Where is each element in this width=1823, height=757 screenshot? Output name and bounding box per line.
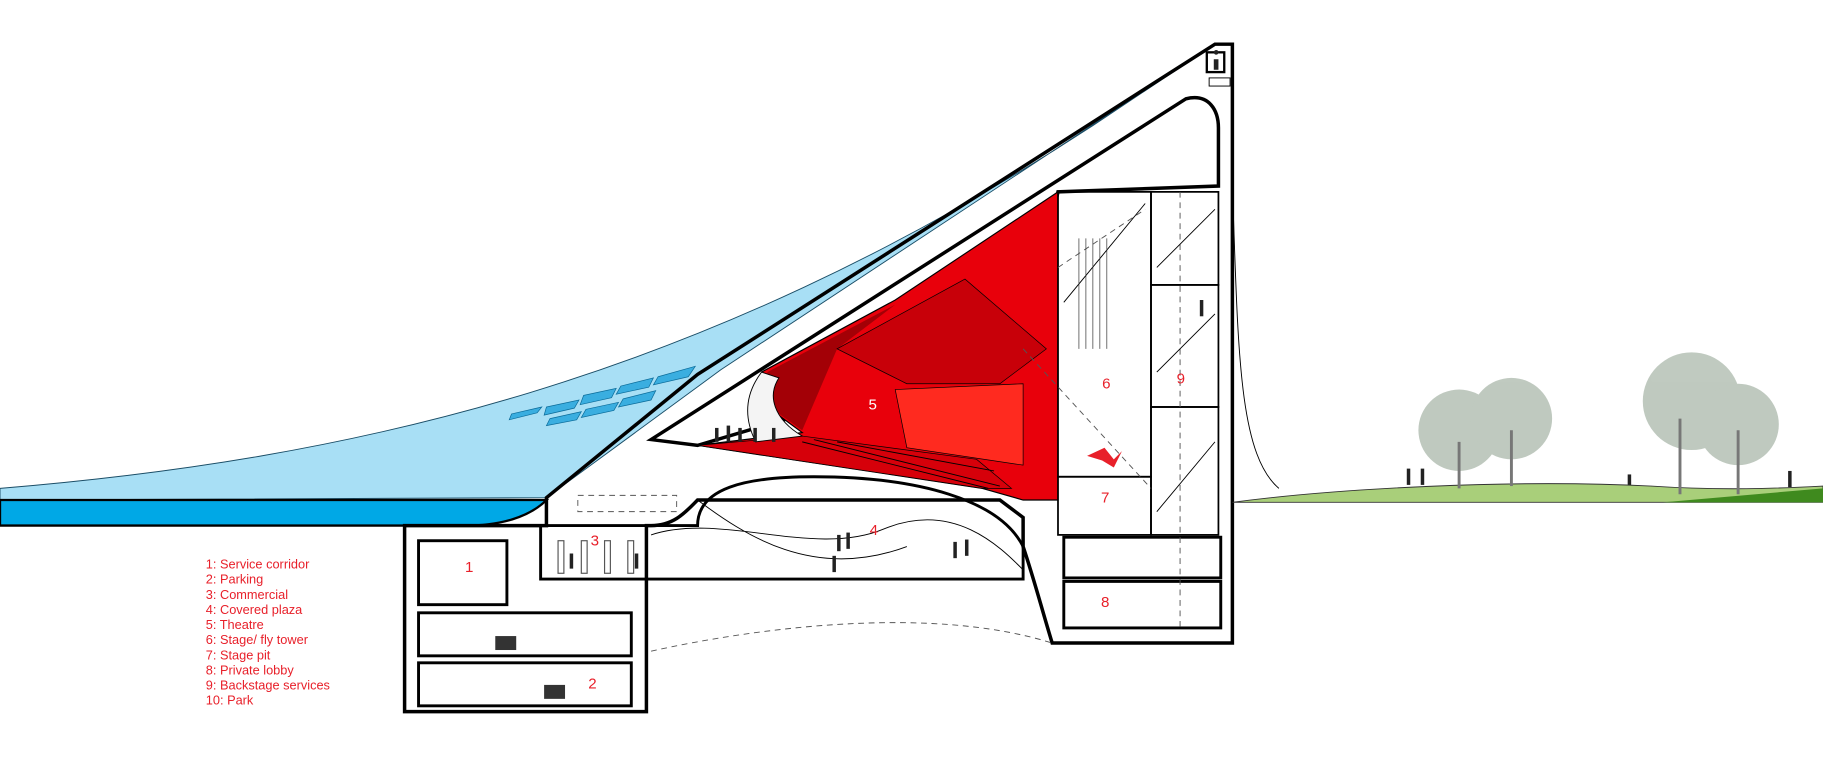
zone-label-2: 2 (588, 675, 596, 692)
people-figures (569, 300, 1792, 573)
legend-item: 4: Covered plaza (206, 602, 303, 617)
legend-item: 5: Theatre (206, 617, 264, 632)
lower-levels (417, 475, 1053, 708)
legend-item: 6: Stage/ fly tower (206, 632, 309, 647)
zone-label-1: 1 (465, 559, 473, 576)
zone-label-4: 4 (870, 522, 878, 539)
legend: 1: Service corridor 2: Parking 3: Commer… (206, 557, 330, 708)
legend-item: 10: Park (206, 693, 254, 708)
zone-label-9: 9 (1177, 371, 1185, 388)
fly-tower (1022, 186, 1280, 630)
legend-item: 7: Stage pit (206, 647, 271, 662)
zone-label-5: 5 (868, 396, 876, 413)
legend-item: 9: Backstage services (206, 678, 330, 693)
zone-label-3: 3 (591, 532, 599, 549)
roof-canopy (0, 43, 1216, 527)
legend-item: 8: Private lobby (206, 662, 295, 677)
park (1232, 352, 1823, 503)
zone-label-6: 6 (1102, 375, 1110, 392)
legend-item: 3: Commercial (206, 587, 288, 602)
skylights (508, 365, 697, 427)
legend-item: 1: Service corridor (206, 557, 310, 572)
tree-icon (1418, 352, 1779, 471)
legend-item: 2: Parking (206, 572, 263, 587)
zone-label-7: 7 (1101, 489, 1109, 506)
zone-label-8: 8 (1101, 594, 1109, 611)
car-icon (495, 636, 517, 651)
theatre-volume (697, 190, 1059, 501)
car-icon (544, 684, 566, 699)
